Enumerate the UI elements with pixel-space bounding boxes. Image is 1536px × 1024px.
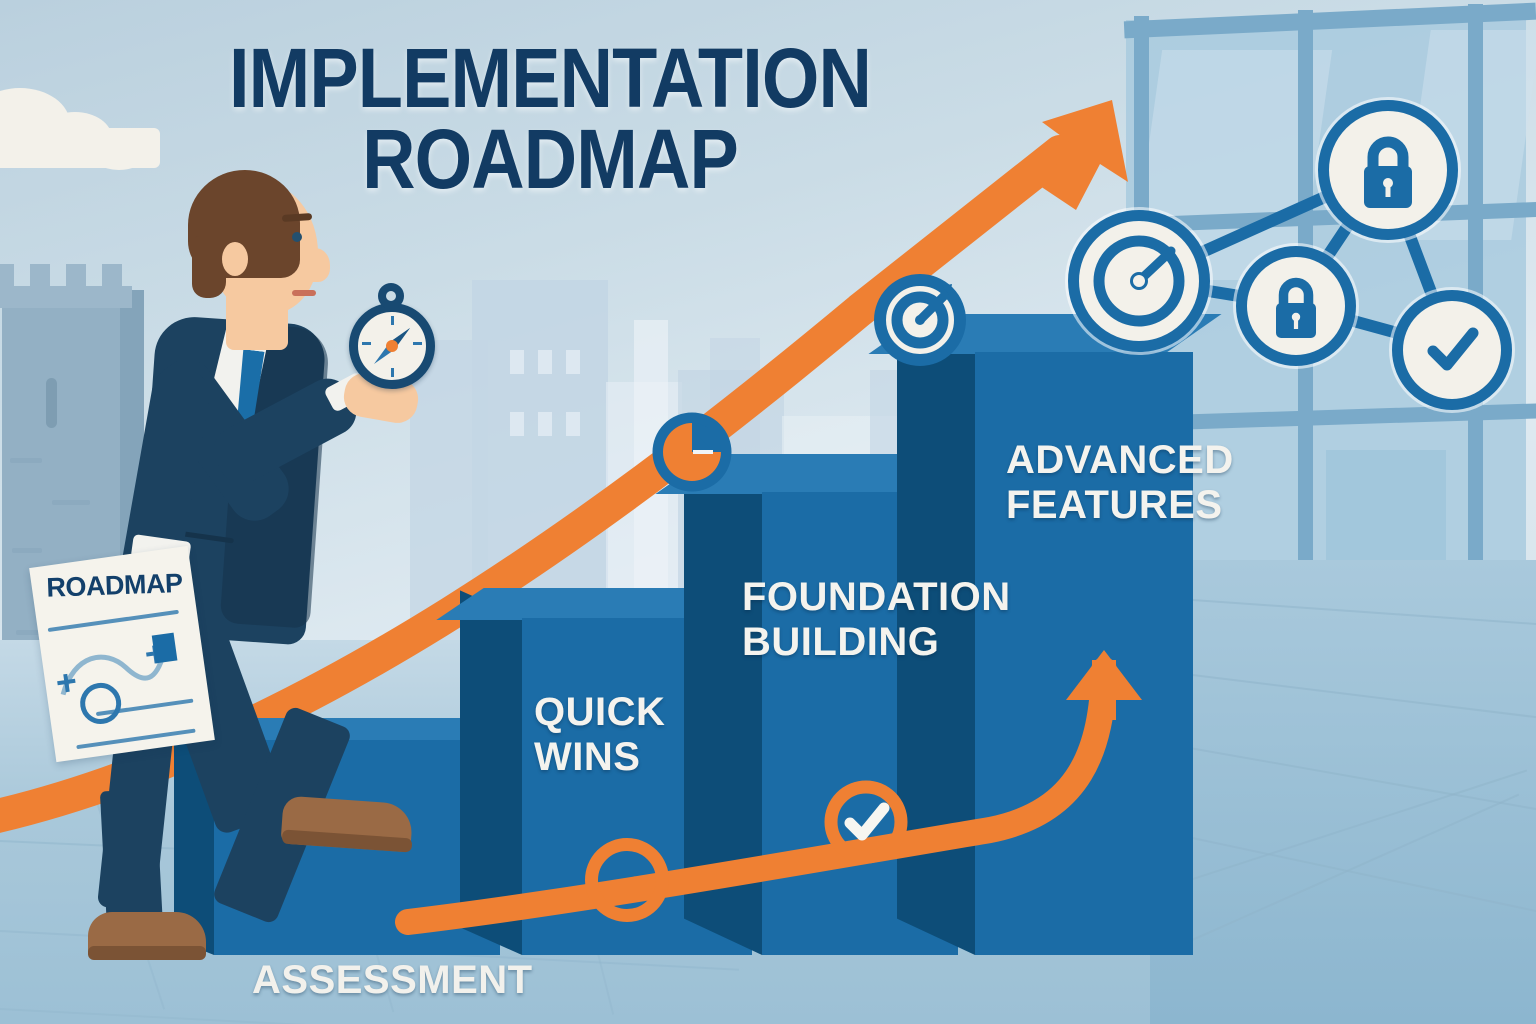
bar-advanced-features (868, 314, 1222, 955)
compass-loop (378, 283, 404, 309)
label-advanced-features: ADVANCED FEATURES (1006, 438, 1234, 527)
roadmap-document: ROADMAP (29, 545, 215, 763)
progress-node-icon (585, 838, 669, 922)
label-foundation-building: FOUNDATION BUILDING (742, 575, 1011, 664)
lock-icon (1236, 246, 1356, 366)
progress-path (390, 560, 1150, 960)
nose (300, 248, 330, 282)
ear (222, 242, 248, 276)
mouth (292, 290, 316, 296)
lock-icon (1318, 100, 1458, 240)
gauge-icon (1068, 210, 1210, 352)
page-title: IMPLEMENTATION ROADMAP (66, 36, 1034, 206)
pie-chart-icon (652, 412, 732, 492)
neck (226, 290, 288, 350)
shoe-back-sole (88, 946, 206, 960)
roadmap-document-title: ROADMAP (45, 568, 183, 603)
label-assessment: ASSESSMENT (252, 958, 533, 1002)
check-circle-icon (1392, 290, 1512, 410)
label-quick-wins: QUICK WINS (534, 690, 666, 779)
floor-right (1149, 560, 1536, 1024)
cloud-icon (0, 78, 160, 170)
title-line-2: ROADMAP (362, 111, 739, 206)
security-network (1040, 100, 1536, 490)
target-icon (872, 272, 968, 368)
eye (292, 232, 302, 242)
sideburn (192, 236, 226, 298)
title-line-1: IMPLEMENTATION (229, 31, 872, 125)
check-milestone-icon (822, 778, 910, 866)
compass-icon (349, 303, 435, 389)
